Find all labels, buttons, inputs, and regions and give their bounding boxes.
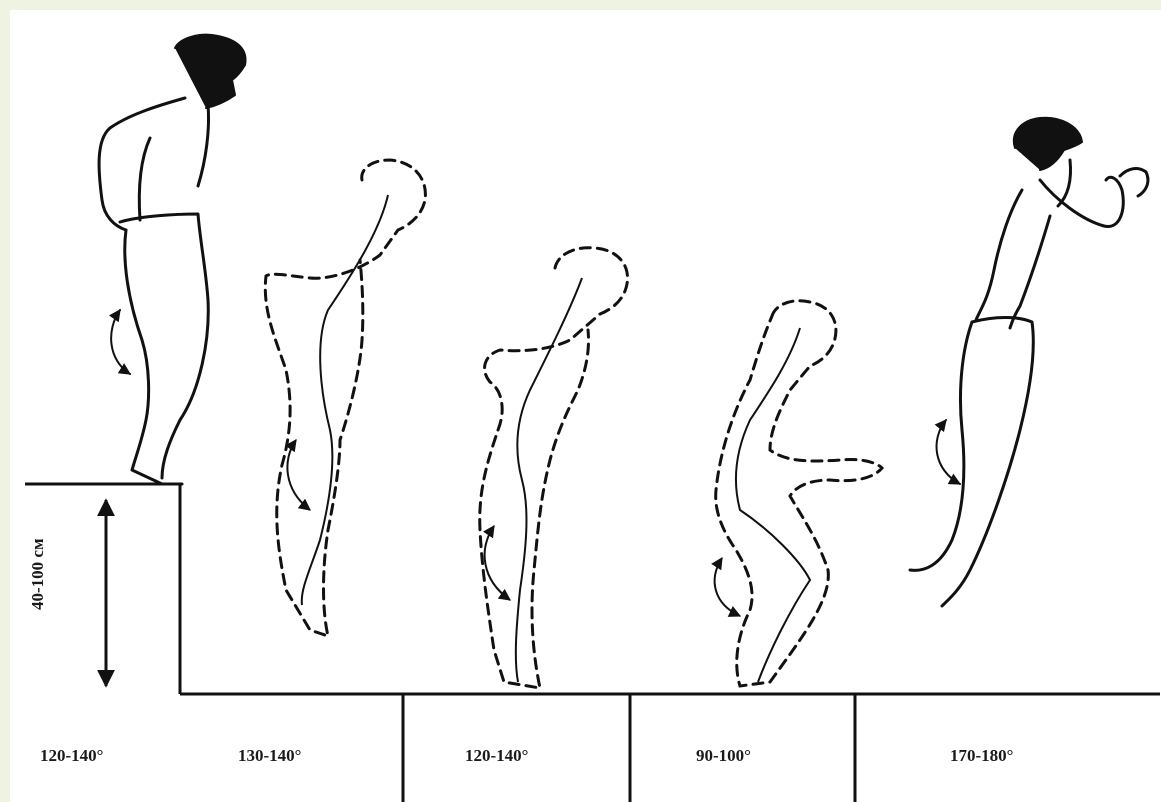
figure-landing bbox=[480, 248, 628, 688]
figure-jumping-up bbox=[910, 118, 1148, 606]
depth-jump-illustration bbox=[10, 10, 1161, 802]
height-label: 40-100 см bbox=[28, 538, 48, 610]
figure-standing-on-box bbox=[99, 35, 245, 484]
angle-label-phase-2: 130-140° bbox=[238, 746, 301, 766]
angle-label-phase-5: 170-180° bbox=[950, 746, 1013, 766]
figure-squat bbox=[716, 301, 882, 686]
angle-label-phase-1: 120-140° bbox=[40, 746, 103, 766]
angle-label-phase-3: 120-140° bbox=[465, 746, 528, 766]
figure-falling-skeleton bbox=[287, 195, 388, 605]
platform bbox=[25, 484, 180, 694]
diagram-frame: 40-100 см 120-140° 130-140° 120-140° 90-… bbox=[10, 10, 1161, 802]
angle-label-phase-4: 90-100° bbox=[696, 746, 751, 766]
figure-landing-skeleton bbox=[485, 278, 582, 682]
figure-falling bbox=[265, 160, 425, 636]
